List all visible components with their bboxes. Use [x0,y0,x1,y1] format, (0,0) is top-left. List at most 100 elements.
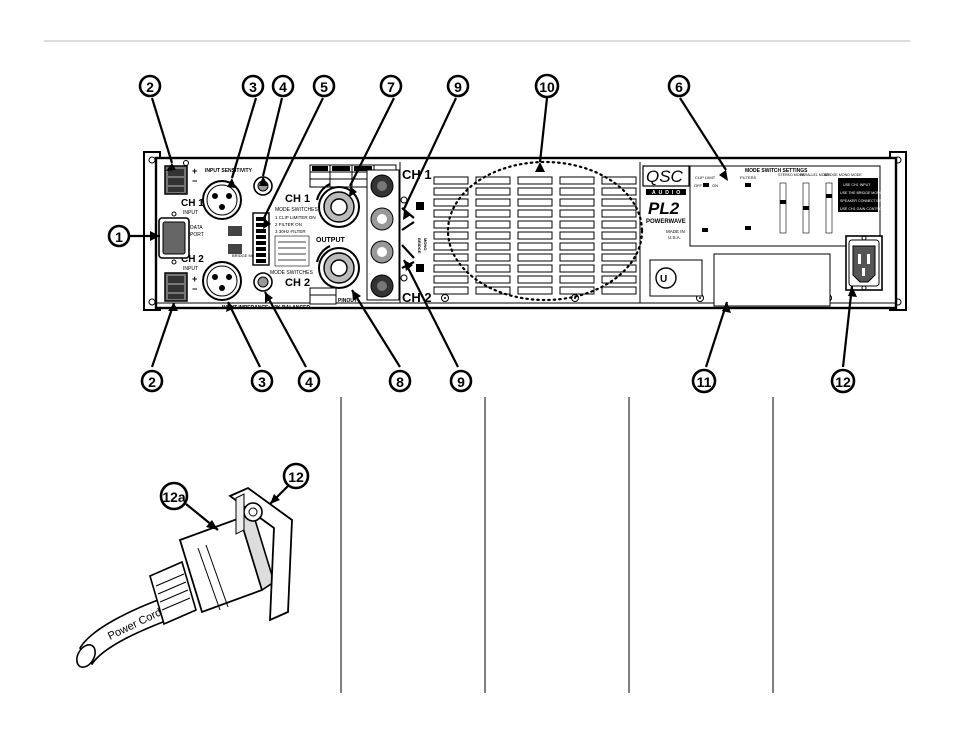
ac-power-inlet [845,235,883,291]
vent-slot [559,231,595,240]
callout-5: 5 [312,74,336,98]
svg-text:4: 4 [279,79,287,95]
svg-text:12: 12 [288,469,304,485]
callout-4-bottom: 4 [297,369,321,393]
ch1-input-label: INPUT [183,210,198,216]
vent-slot [475,231,511,240]
svg-text:7: 7 [387,79,395,95]
vent-slot [559,242,595,251]
vent-slot [475,253,511,262]
mode-filter: 2 FILTER ON [275,222,302,227]
svg-text:3: 3 [249,79,257,95]
callout-12: 12 [830,368,856,394]
svg-text:+: + [192,274,197,284]
column-dividers [340,397,774,693]
vent-slot [517,286,553,295]
mode-clip-limiter: 1 CLIP LIMITER ON [275,215,316,220]
vent-slot [559,220,595,229]
vent-slot [601,198,637,207]
ch1-output-label: CH 1 [402,167,432,182]
vent-slot [559,253,595,262]
mode-filter-30: 3 30Hz FILTER [275,229,306,234]
svg-text:1: 1 [115,229,123,245]
speakon-output-ch2 [315,245,360,289]
vent-slot [601,231,637,240]
brand-logo: QSC [646,167,684,186]
signal-output-ch2 [253,272,273,292]
callout-7: 7 [379,74,403,98]
vent-slot [433,264,469,273]
vent-slot [601,253,637,262]
svg-text:DATA: DATA [190,225,203,231]
barrier-input-ch2: + − [164,272,197,302]
callout-1: 1 [107,224,131,248]
vent-slot [601,242,637,251]
callout-2-bottom: 2 [140,369,164,393]
svg-text:9: 9 [454,79,462,95]
svg-text:8: 8 [396,374,404,390]
bridge-switch [228,244,242,254]
pinout-table-bottom: PINOUT [309,287,357,305]
ch1-label: CH 1 [181,198,204,209]
svg-text:12a: 12a [162,489,186,505]
svg-text:BRIDGE: BRIDGE [417,238,422,254]
ch2-label: CH 2 [181,254,204,265]
vent-slot [475,286,511,295]
mode-switches-label-1: MODE SWITCHES [275,207,318,213]
svg-text:10: 10 [539,79,555,95]
ul-mark: U [649,259,703,297]
callout-2-top: 2 [138,74,162,98]
svg-text:−: − [192,284,197,294]
vent-slot [433,198,469,207]
vent-slot [475,187,511,196]
vent-slot [475,176,511,185]
svg-text:ON: ON [712,183,718,188]
vent-slot [559,286,595,295]
callout-12-inset: 12 [282,462,310,490]
svg-text:USE CH1 GAIN CONTROL: USE CH1 GAIN CONTROL [840,207,884,211]
callout-6: 6 [667,74,691,98]
vent-slot [601,176,637,185]
svg-text:USE THE BRIDGE MONO: USE THE BRIDGE MONO [840,191,883,195]
svg-text:2: 2 [148,374,156,390]
sensitivity-switch [228,226,242,236]
callout-3-top: 3 [241,74,265,98]
vent-slot [517,209,553,218]
vent-slot [559,176,595,185]
output-label: OUTPUT [316,237,346,244]
callout-10: 10 [534,73,560,99]
leader-lines [129,97,854,368]
vent-slot [517,176,553,185]
svg-text:OFF: OFF [694,183,703,188]
svg-text:6: 6 [675,79,683,95]
svg-text:2: 2 [146,79,154,95]
vent-slot [433,275,469,284]
vent-slot [517,242,553,251]
svg-text:STEREO MODE: STEREO MODE [778,173,805,177]
ch1-mode-title: CH 1 [285,193,310,205]
vent-slot [601,187,637,196]
vent-slot [601,220,637,229]
vent-slot [601,209,637,218]
fan-area [446,160,644,302]
vent-slot [517,253,553,262]
mode-switches-label-2: MODE SWITCHES [270,270,313,276]
vent-slot [475,198,511,207]
svg-text:MODE SWITCH SETTINGS: MODE SWITCH SETTINGS [745,168,808,174]
svg-text:MONO: MONO [423,238,428,250]
data-port: DATA PORT [158,211,204,265]
vent-slot [601,264,637,273]
vent-slot [433,176,469,185]
svg-text:PARALLEL MODE: PARALLEL MODE [800,173,830,177]
svg-text:PINOUT: PINOUT [338,298,357,304]
vent-slot [601,286,637,295]
vent-slot [559,209,595,218]
callout-4-top: 4 [271,74,295,98]
xlr-input-ch2 [202,261,242,301]
svg-text:3: 3 [258,374,266,390]
callout-9-bottom: 9 [449,369,473,393]
svg-text:BRIDGE MONO MODE: BRIDGE MONO MODE [824,173,862,177]
vent-slot [475,220,511,229]
svg-text:BRIDGE MONO: BRIDGE MONO [232,253,261,258]
callout-9-top: 9 [446,74,470,98]
